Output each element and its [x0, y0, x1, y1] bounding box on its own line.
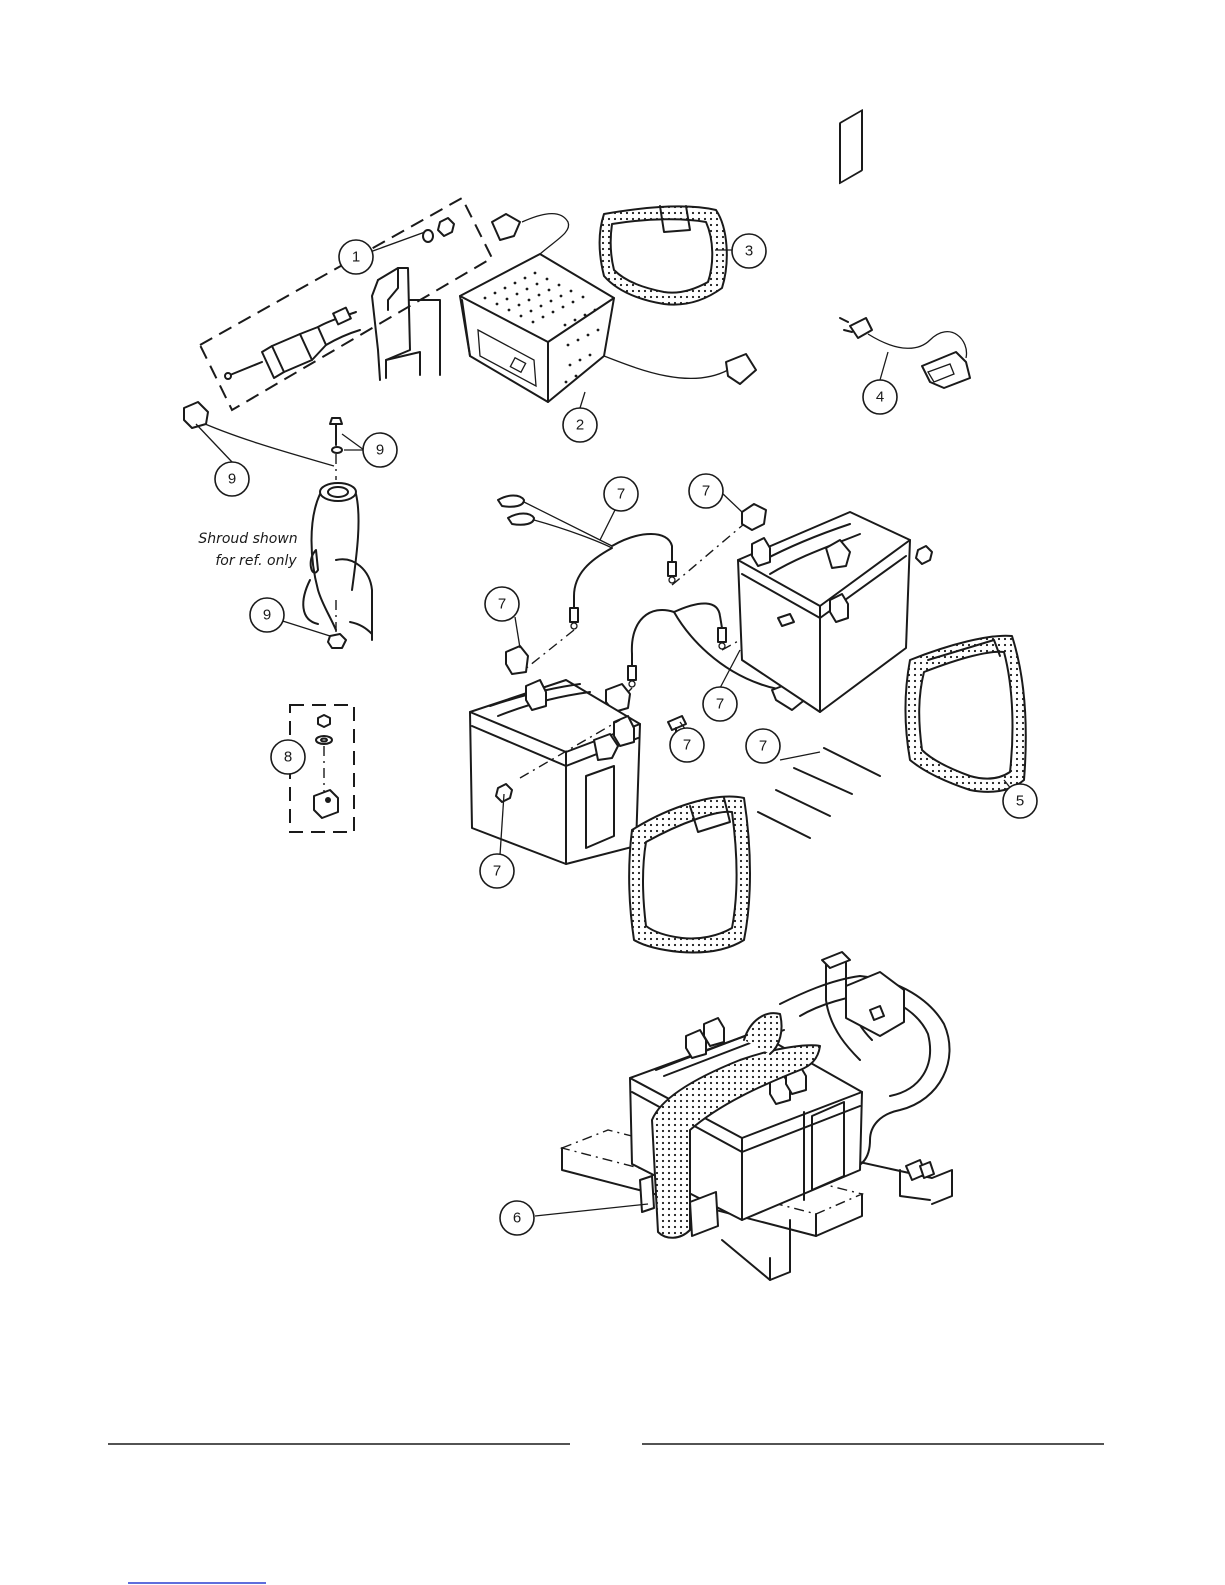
callout-1: 1 [339, 240, 373, 274]
power-cord [840, 318, 970, 388]
callout-7-cap-front: 7 [485, 587, 519, 621]
callout-7-harness: 7 [604, 477, 638, 511]
callout-7-cap-rear: 7 [689, 474, 723, 508]
callout-label: 7 [493, 863, 501, 880]
callout-7-ties: 7 [746, 729, 780, 763]
callout-label: 1 [352, 249, 360, 266]
charger-strap [600, 206, 727, 305]
callout-9-nut: 9 [250, 598, 284, 632]
callout-2: 2 [563, 408, 597, 442]
callout-label: 3 [745, 243, 753, 260]
callout-9-screw: 9 [363, 433, 397, 467]
callout-label: 7 [702, 483, 710, 500]
callout-5: 5 [1003, 784, 1037, 818]
battery-strap-front [629, 797, 750, 953]
callout-3: 3 [732, 234, 766, 268]
battery-tray-assembly [562, 952, 952, 1280]
callout-7-nut: 7 [480, 854, 514, 888]
callout-4: 4 [863, 380, 897, 414]
callout-7-bolt: 7 [670, 728, 704, 762]
wheelchair-shroud-reference [184, 268, 440, 648]
callout-label: 9 [228, 471, 236, 488]
callout-label: 7 [759, 738, 767, 755]
callout-label: 7 [617, 486, 625, 503]
callout-8: 8 [271, 740, 305, 774]
callout-label: 4 [876, 389, 884, 406]
callout-6: 6 [500, 1201, 534, 1235]
callout-label: 9 [263, 607, 271, 624]
shroud-reference-note: Shroud shown for ref. only [198, 531, 297, 569]
callout-label: 7 [498, 596, 506, 613]
callout-label: 8 [284, 749, 292, 766]
battery-strap-right [906, 636, 1026, 792]
callout-7-connector: 7 [703, 687, 737, 721]
callout-label: 9 [376, 442, 384, 459]
note-line-2: for ref. only [215, 553, 297, 569]
callout-label: 5 [1016, 793, 1024, 810]
callout-label: 2 [576, 417, 584, 434]
callout-label: 7 [683, 737, 691, 754]
note-line-1: Shroud shown [198, 531, 297, 547]
callout-label: 7 [716, 696, 724, 713]
callout-label: 6 [513, 1210, 521, 1227]
charger-connector-kit [200, 198, 492, 410]
callout-9-socket: 9 [215, 462, 249, 496]
page-footer [108, 1444, 1104, 1583]
